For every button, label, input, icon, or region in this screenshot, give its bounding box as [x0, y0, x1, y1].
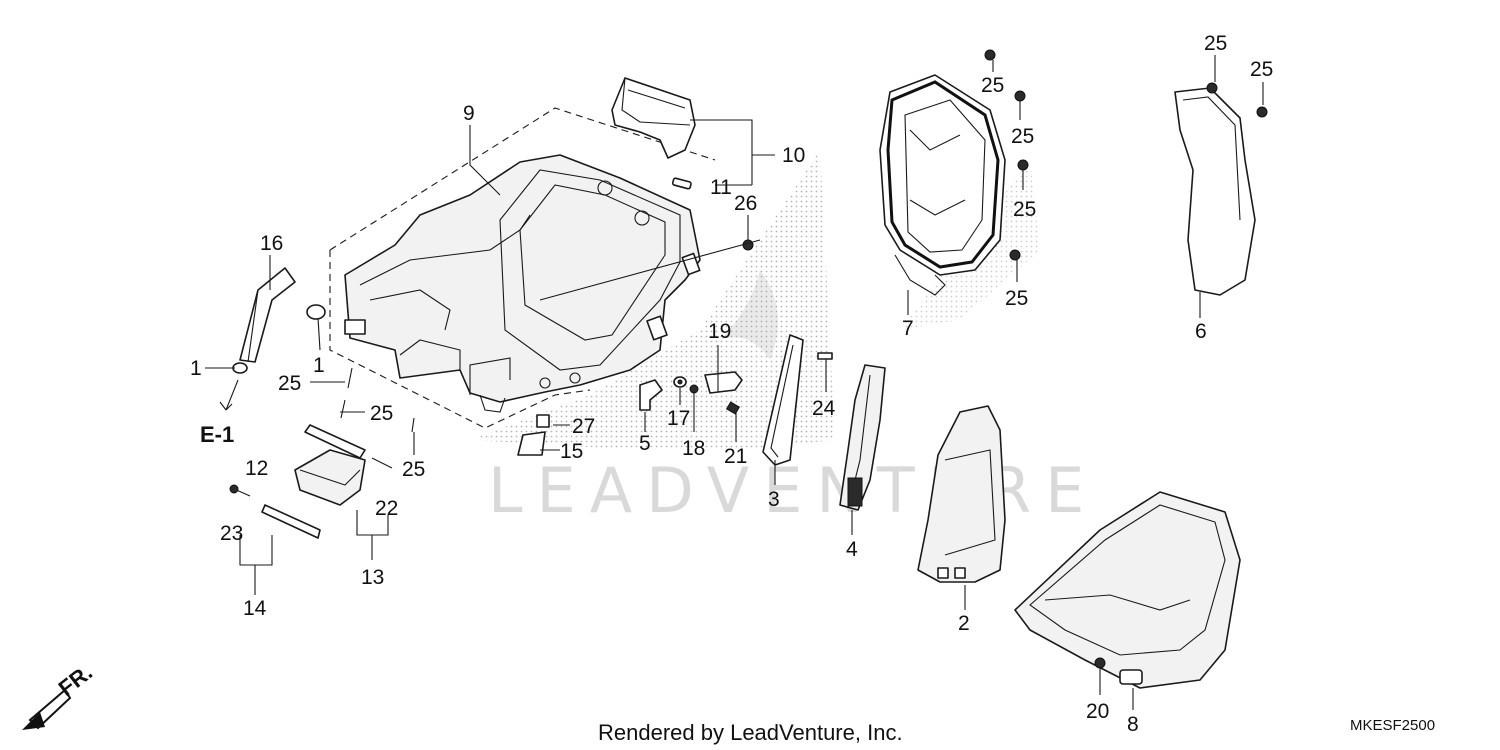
callout-22: 22 — [375, 497, 398, 520]
callout-25f: 25 — [1013, 198, 1036, 221]
drain-tube-part-16 — [239, 267, 296, 363]
clip-part-27 — [536, 414, 550, 428]
callout-7: 7 — [902, 317, 914, 340]
callout-27: 27 — [572, 415, 595, 438]
callout-labels: 1 1 2 3 4 5 6 7 8 9 10 11 12 13 14 15 16… — [190, 32, 1273, 736]
stipple-area-main — [470, 150, 835, 450]
callout-11: 11 — [710, 176, 732, 199]
screw-part-23 — [229, 484, 251, 497]
callout-25a: 25 — [278, 372, 301, 395]
callout-6: 6 — [1195, 320, 1207, 343]
lower-housing-part-8 — [1014, 491, 1241, 689]
callout-2: 2 — [958, 612, 970, 635]
front-direction-arrow-icon — [22, 688, 72, 730]
callout-25i: 25 — [1250, 58, 1273, 81]
valve-part-19 — [704, 360, 743, 394]
callout-16: 16 — [260, 232, 283, 255]
callout-25e: 25 — [1011, 125, 1034, 148]
callout-24: 24 — [812, 397, 836, 420]
callout-26: 26 — [734, 192, 757, 215]
callout-5: 5 — [639, 432, 651, 455]
side-cover-part-6 — [1174, 87, 1256, 296]
air-duct-part — [611, 77, 696, 159]
screw-part-24 — [817, 352, 833, 372]
callout-1a: 1 — [190, 357, 202, 380]
callout-19: 19 — [708, 320, 731, 343]
callout-3: 3 — [768, 488, 780, 511]
drain-plug-part-15 — [517, 431, 546, 456]
callout-1b: 1 — [313, 354, 325, 377]
reference-marker-e1: E-1 — [200, 422, 234, 447]
callout-18: 18 — [682, 437, 705, 460]
diagram-code: MKESF2500 — [1350, 717, 1435, 734]
bolt-part-26 — [742, 239, 754, 251]
washer-part-17 — [673, 376, 687, 388]
callout-17: 17 — [667, 407, 690, 430]
callout-25g: 25 — [1005, 287, 1028, 310]
screw-part-21 — [725, 401, 741, 415]
callout-12: 12 — [245, 457, 268, 480]
bolts-part-25 — [340, 49, 1268, 669]
callout-4: 4 — [846, 538, 858, 561]
callout-25d: 25 — [981, 74, 1004, 97]
footer-credit: Rendered by LeadVenture, Inc. — [598, 720, 903, 745]
callout-15: 15 — [560, 440, 583, 463]
band-part-13 — [304, 424, 366, 459]
callout-25b: 25 — [370, 402, 393, 425]
callout-23: 23 — [220, 522, 243, 545]
callout-20: 20 — [1086, 700, 1109, 723]
callout-14: 14 — [243, 597, 267, 620]
joint-part-12 — [294, 449, 366, 506]
callout-25h: 25 — [1204, 32, 1227, 55]
clip-part-11 — [671, 177, 692, 190]
nut-part-18 — [689, 384, 699, 394]
air-cleaner-case-part — [329, 107, 716, 429]
element-frame-part — [879, 74, 1006, 296]
arrow-e1-icon — [219, 401, 233, 411]
plate-part-2 — [917, 405, 1006, 583]
seal-part-4 — [839, 364, 886, 511]
leader-lines — [205, 55, 1264, 710]
callout-8: 8 — [1127, 713, 1139, 736]
callout-9: 9 — [463, 102, 475, 125]
band-part-14 — [261, 504, 321, 539]
watermark-text: LEADVENTURE — [488, 454, 1098, 527]
seal-part-3 — [762, 334, 804, 466]
grommet-part-5 — [639, 379, 663, 411]
callout-21: 21 — [724, 445, 747, 468]
callout-25c: 25 — [402, 458, 425, 481]
screw-part-22 — [371, 457, 393, 469]
callout-10: 10 — [782, 144, 805, 167]
callout-13: 13 — [361, 566, 384, 589]
